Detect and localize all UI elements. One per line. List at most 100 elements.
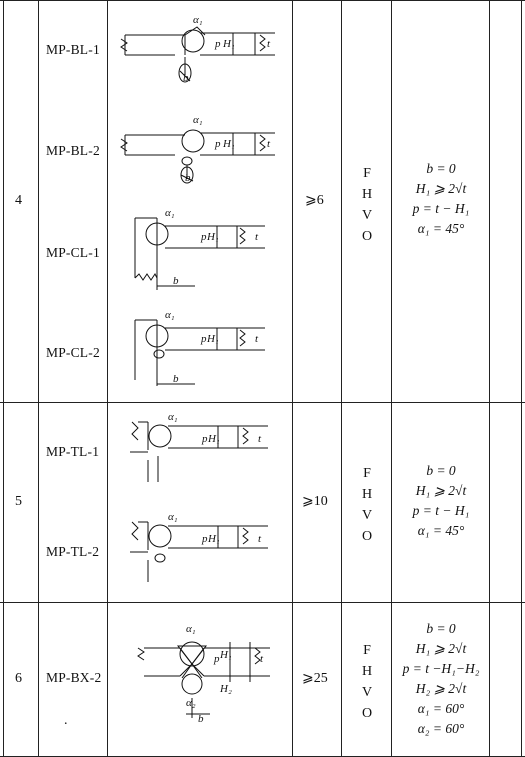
vertical-plate: [134, 320, 158, 380]
condition-line: H₁ ⩾ 2√t: [415, 181, 467, 196]
label-b: b: [173, 373, 179, 385]
label-h1: H₁: [222, 138, 235, 150]
break-mark-left: [131, 421, 148, 441]
position-letter: V: [361, 685, 373, 700]
break-mark-right: [242, 527, 249, 545]
label-t: t: [255, 231, 259, 243]
conditions: b = 0 H₁ ⩾ 2√t p = t − H₁ α₁ = 45°: [367, 159, 515, 239]
joint-diagram-bl1: α₁ p H₁ t b: [120, 14, 275, 84]
label-b: b: [185, 172, 191, 184]
weld-circle-bottom: [181, 673, 203, 695]
weld-circle: [145, 324, 169, 348]
root-weld: [180, 166, 194, 184]
horizontal-plate: [165, 225, 265, 249]
row-border-top: [0, 0, 525, 1]
position-letter: H: [361, 487, 373, 502]
position-letter: H: [361, 187, 373, 202]
break-mark-right: [254, 647, 261, 665]
row-number: 5: [15, 494, 22, 509]
position-letter: V: [361, 508, 373, 523]
note-mark: .: [64, 713, 68, 728]
weld-circle: [145, 222, 169, 246]
thickness-value: ⩾6: [305, 193, 324, 208]
thickness-value: ⩾25: [302, 671, 328, 686]
condition-line: p = t − H₁: [412, 201, 470, 216]
label-h1: H₁: [206, 231, 219, 243]
col-border-2: [107, 0, 108, 757]
condition-line: α₂ = 60°: [417, 721, 465, 736]
joint-code: MP-BX-2: [46, 670, 102, 685]
joint-code: MP-CL-1: [46, 245, 100, 260]
joint-code: MP-BL-2: [46, 143, 100, 158]
label-h1: H₁: [207, 533, 220, 545]
label-alpha1: α₁: [193, 14, 203, 26]
position-letter: V: [361, 208, 373, 223]
position-letter: O: [361, 529, 373, 544]
condition-line: α₁ = 45°: [417, 221, 465, 236]
label-alpha1: α₁: [168, 411, 178, 423]
label-b: b: [183, 72, 189, 84]
plate-right: [200, 32, 275, 56]
break-mark-right: [242, 427, 249, 445]
row-number: 4: [15, 193, 22, 208]
weld-circle: [181, 29, 205, 53]
break-mark-left: [131, 521, 148, 541]
dim-lines: [217, 426, 239, 448]
dim-lines: [216, 226, 238, 248]
label-alpha1: α₁: [193, 114, 203, 126]
conditions: b = 0 H₁ ⩾ 2√t p = t − H₁ α₁ = 45°: [367, 461, 515, 541]
joint-diagram-cl1: α₁ p H₁ t b: [134, 207, 265, 290]
groove-edge: [184, 26, 206, 55]
dim-lines: [232, 33, 256, 55]
plate-right: [200, 132, 275, 156]
break-mark-right: [239, 227, 246, 245]
joint-code: MP-TL-2: [46, 544, 100, 559]
condition-line: b = 0: [426, 161, 456, 176]
condition-line: H₂ ⩾ 2√t: [415, 681, 467, 696]
joint-diagram-bx2: α₁ α₂ p H₁ H₂ t b: [137, 623, 270, 725]
col-border-1: [38, 0, 39, 757]
label-p: p: [201, 533, 208, 545]
break-mark-right: [259, 134, 266, 152]
label-h1: H₁: [206, 333, 219, 345]
row-border-4-5: [0, 402, 525, 403]
dim-lines: [217, 526, 239, 548]
label-t: t: [258, 533, 262, 545]
condition-line: α₁ = 60°: [417, 701, 465, 716]
plate-left: [124, 134, 185, 156]
dim-lines: [216, 328, 238, 350]
label-h1: H₁: [207, 433, 220, 445]
position-letter: F: [363, 643, 371, 658]
condition-line: b = 0: [426, 463, 456, 478]
break-mark-right: [259, 34, 266, 52]
col-border-4: [341, 0, 342, 757]
label-t: t: [255, 333, 259, 345]
label-alpha2: α₂: [186, 697, 196, 709]
label-t: t: [258, 433, 262, 445]
dim-lines: [229, 642, 251, 682]
joint-diagram-tl1: α₁ p H₁ t: [130, 411, 268, 482]
joint-diagram-bl2: α₁ p H₁ t b: [120, 114, 275, 184]
horizontal-plate: [165, 327, 265, 351]
root-weld: [178, 63, 192, 83]
label-t: t: [260, 653, 264, 665]
backing-weld: [181, 156, 193, 166]
label-b: b: [173, 275, 179, 287]
weld-circle: [148, 524, 172, 548]
welding-positions: F H V O: [352, 163, 382, 247]
col-border-5: [391, 0, 392, 757]
joint-diagram-tl2: α₁ p H₁ t: [130, 511, 268, 582]
joint-code: MP-BL-1: [46, 42, 100, 57]
dim-lines: [232, 133, 256, 155]
row-number: 6: [15, 671, 22, 686]
condition-line: H₁ ⩾ 2√t: [415, 483, 467, 498]
weld-circle-top: [179, 641, 205, 667]
conditions: b = 0 H₁ ⩾ 2√t p = t −H₁−H₂ H₂ ⩾ 2√t α₁ …: [367, 619, 515, 739]
position-letter: F: [363, 466, 371, 481]
joint-code: MP-CL-2: [46, 345, 100, 360]
label-h1: H₁: [219, 649, 232, 661]
label-alpha1: α₁: [165, 309, 175, 321]
col-border-3: [292, 0, 293, 757]
gap-dim: [156, 372, 195, 386]
position-letter: H: [361, 664, 373, 679]
